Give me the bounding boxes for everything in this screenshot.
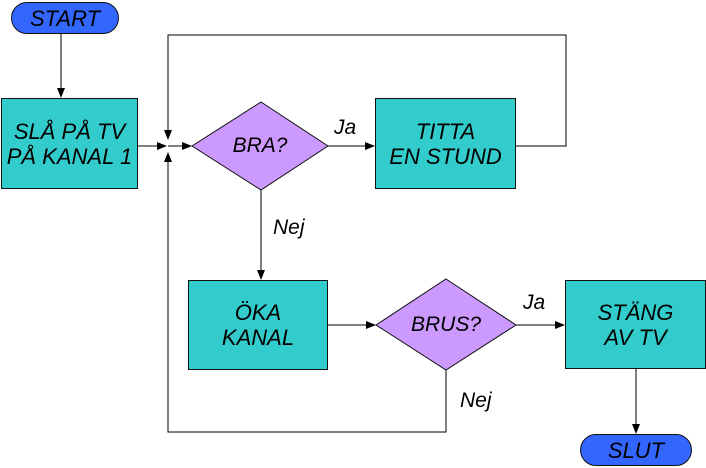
slut-label: SLUT [607, 437, 665, 463]
decision-brus-label: BRUS? [410, 313, 482, 336]
process-titta: TITTA EN STUND [375, 98, 516, 189]
start-terminal: START [11, 2, 119, 34]
process-tv-on-label: SLÅ PÅ TV PÅ KANAL 1 [6, 118, 133, 169]
edge-label-bra-yes: Ja [334, 116, 357, 139]
edge-titta-loop [164, 34, 567, 147]
process-oka-kanal-label: ÖKA KANAL [221, 300, 295, 350]
edge-brus-no-loop [164, 152, 447, 433]
process-oka-kanal: ÖKA KANAL [188, 280, 328, 370]
start-label: START [29, 5, 101, 31]
process-stang: STÄNG AV TV [565, 280, 706, 369]
slut-terminal: SLUT [580, 434, 692, 466]
process-tv-on: SLÅ PÅ TV PÅ KANAL 1 [1, 98, 138, 189]
process-stang-label: STÄNG AV TV [597, 299, 674, 350]
edge-label-brus-yes: Ja [523, 291, 546, 314]
edge-label-bra-no: Nej [273, 216, 305, 239]
decision-bra-label: BRA? [232, 134, 288, 157]
process-titta-label: TITTA EN STUND [389, 118, 502, 169]
edge-label-brus-no: Nej [460, 389, 492, 412]
